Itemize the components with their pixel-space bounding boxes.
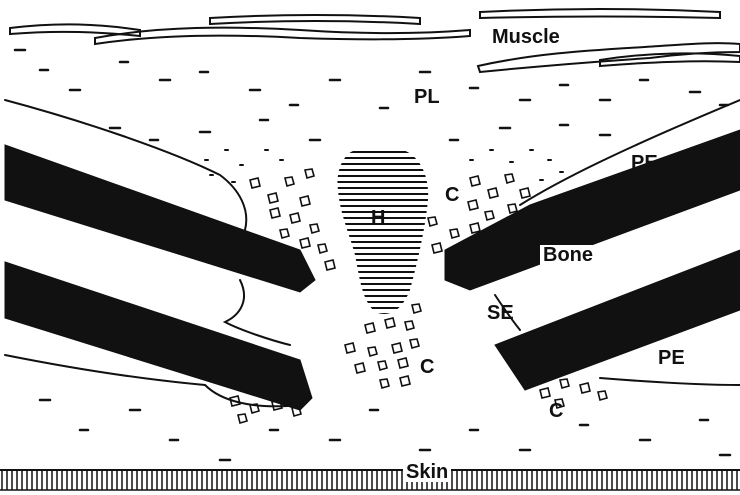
label-pl: PL — [414, 87, 440, 107]
cortex-right-lower — [495, 250, 740, 390]
muscle-fiber — [480, 9, 720, 18]
label-se: SE — [487, 303, 514, 323]
muscle-fiber — [10, 24, 140, 36]
label-c-upper: C — [445, 185, 459, 205]
label-skin: Skin — [403, 462, 451, 482]
skin-layer — [0, 470, 740, 490]
label-bone: Bone — [540, 245, 596, 265]
label-h: H — [371, 208, 385, 228]
muscle-fiber — [210, 15, 420, 24]
cortex-left-upper — [5, 145, 315, 292]
endosteum-left — [225, 280, 290, 345]
hematoma — [330, 152, 440, 314]
cortex-right-upper — [445, 130, 740, 290]
label-c-center: C — [420, 357, 434, 377]
label-c-lower-right: C — [549, 401, 563, 421]
label-pe-top: PE — [631, 153, 658, 173]
cortex-left-lower — [5, 262, 312, 410]
label-muscle: Muscle — [492, 27, 560, 47]
label-pe-bottom: PE — [658, 348, 685, 368]
periosteum-right-lower — [600, 378, 740, 385]
muscle-fiber — [95, 28, 470, 44]
